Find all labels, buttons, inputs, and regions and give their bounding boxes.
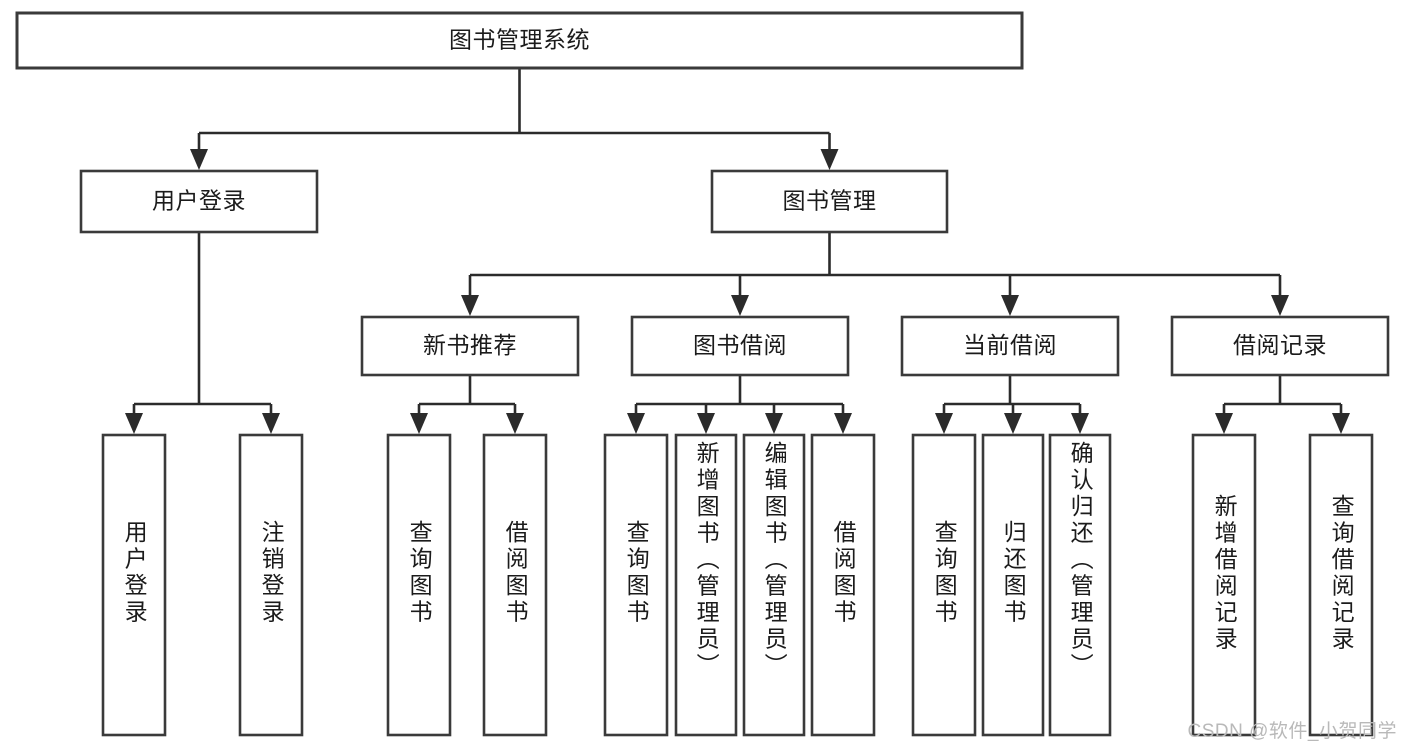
node-book-borrow[interactable]: 图书借阅 <box>630 315 850 377</box>
node-current-borrow[interactable]: 当前借阅 <box>900 315 1120 377</box>
node-leaf-query-book-rec[interactable] <box>386 433 452 737</box>
arrow-head-icon <box>1332 413 1350 434</box>
arrow-head-icon <box>765 413 783 434</box>
node-leaf-add-record[interactable] <box>1191 433 1257 737</box>
arrow-head-icon <box>1004 413 1022 434</box>
node-leaf-query-book-current[interactable] <box>911 433 977 737</box>
arrow-head-icon <box>1001 295 1019 316</box>
node-box <box>603 433 669 737</box>
node-leaf-borrow-book-rec[interactable] <box>482 433 548 737</box>
arrow-head-icon <box>627 413 645 434</box>
node-box <box>710 169 949 234</box>
node-leaf-borrow-book[interactable] <box>810 433 876 737</box>
node-label: 用户登录 <box>152 188 246 214</box>
arrow-head-icon <box>410 413 428 434</box>
arrow-head-icon <box>125 413 143 434</box>
node-box <box>1191 433 1257 737</box>
node-box <box>79 169 319 234</box>
node-new-book-rec[interactable]: 新书推荐 <box>360 315 580 377</box>
node-label: 图书借阅 <box>693 332 787 358</box>
node-box <box>1308 433 1374 737</box>
node-box <box>238 433 304 737</box>
node-leaf-edit-book[interactable] <box>742 433 806 737</box>
node-leaf-user-logout[interactable] <box>238 433 304 737</box>
node-label: 图书管理 <box>783 188 877 214</box>
arrow-head-icon <box>1215 413 1233 434</box>
arrow-head-icon <box>190 149 208 170</box>
arrow-head-icon <box>461 295 479 316</box>
node-box <box>360 315 580 377</box>
connector-layer <box>125 68 1350 434</box>
node-box <box>101 433 167 737</box>
node-leaf-query-book-borrow[interactable] <box>603 433 669 737</box>
node-box <box>15 11 1024 70</box>
arrow-head-icon <box>731 295 749 316</box>
node-box <box>981 433 1045 737</box>
node-box <box>900 315 1120 377</box>
node-root[interactable]: 图书管理系统 <box>15 11 1024 70</box>
arrow-head-icon <box>820 149 839 170</box>
arrow-head-icon <box>935 413 953 434</box>
node-box <box>742 433 806 737</box>
node-box <box>911 433 977 737</box>
arrow-head-icon <box>1271 295 1289 316</box>
node-borrow-record[interactable]: 借阅记录 <box>1170 315 1390 377</box>
node-label: 新书推荐 <box>423 332 517 358</box>
arrow-head-icon <box>506 413 524 434</box>
node-box <box>1170 315 1390 377</box>
node-leaf-query-record[interactable] <box>1308 433 1374 737</box>
node-label: 图书管理系统 <box>449 27 590 53</box>
node-box <box>810 433 876 737</box>
node-box <box>674 433 738 737</box>
node-leaf-add-book[interactable] <box>674 433 738 737</box>
arrow-head-icon <box>262 413 280 434</box>
node-label: 当前借阅 <box>963 332 1057 358</box>
node-box <box>1048 433 1112 737</box>
node-book-manage[interactable]: 图书管理 <box>710 169 949 234</box>
arrow-head-icon <box>697 413 715 434</box>
watermark: CSDN @软件_小贺同学 <box>1187 721 1397 742</box>
node-label: 借阅记录 <box>1233 332 1327 358</box>
node-leaf-return-book[interactable] <box>981 433 1045 737</box>
arrow-head-icon <box>1071 413 1089 434</box>
node-leaf-confirm-return[interactable] <box>1048 433 1112 737</box>
node-box <box>630 315 850 377</box>
node-box <box>386 433 452 737</box>
node-box <box>482 433 548 737</box>
node-user-login[interactable]: 用户登录 <box>79 169 319 234</box>
node-leaf-user-login[interactable] <box>101 433 167 737</box>
arrow-head-icon <box>834 413 852 434</box>
